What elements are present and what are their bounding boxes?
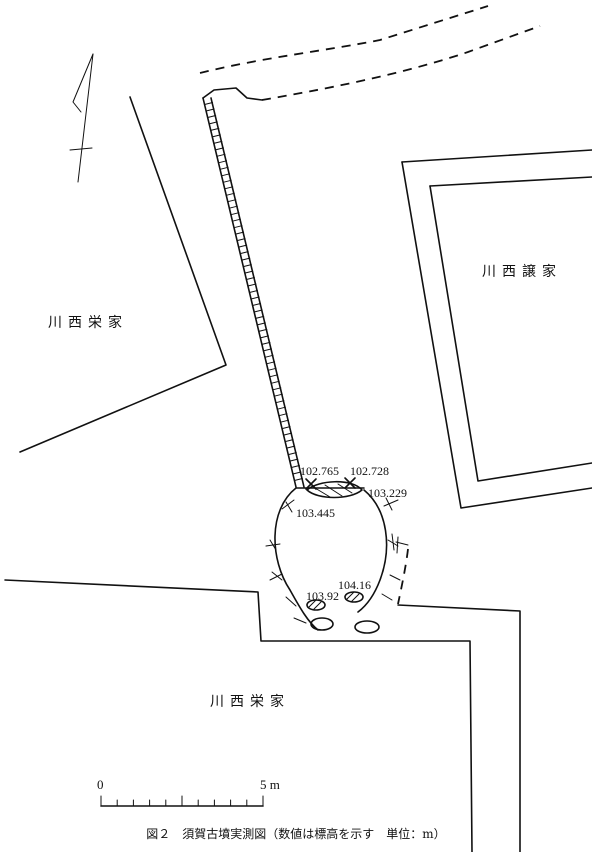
scale-bar: 0 5 m xyxy=(97,777,280,807)
elevation-104-16: 104.16 xyxy=(338,578,371,592)
kawanishi-yuzuru-inner-boundary xyxy=(429,176,592,187)
hatched-strip xyxy=(202,87,305,488)
label-kawanishi-sakae-upper: 川西栄家 xyxy=(48,314,128,331)
elevation-103-229: 103.229 xyxy=(368,486,407,500)
survey-point-marks xyxy=(305,477,356,490)
stone-fragments xyxy=(306,591,380,634)
scale-end-label: 5 m xyxy=(260,777,280,792)
kawanishi-yuzuru-outer-boundary xyxy=(401,149,592,163)
north-arrow-icon xyxy=(69,53,94,183)
elevation-102-765: 102.765 xyxy=(300,464,339,478)
elevation-102-728: 102.728 xyxy=(350,464,389,478)
scale-start-label: 0 xyxy=(97,777,104,792)
top-dashed-boundary-lower xyxy=(261,25,541,101)
elevation-103-92: 103.92 xyxy=(306,589,339,603)
label-kawanishi-yuzuru: 川西譲家 xyxy=(482,263,562,280)
slope-marks xyxy=(265,497,409,624)
top-dashed-boundary xyxy=(199,5,489,74)
figure-caption: 図２ 須賀古墳実測図（数値は標高を示す 単位：m） xyxy=(146,826,445,841)
kawanishi-sakae-upper-boundary xyxy=(19,96,227,453)
label-kawanishi-sakae-lower: 川西栄家 xyxy=(210,693,290,710)
elevation-103-445: 103.445 xyxy=(296,506,335,520)
kawanishi-sakae-lower-boundary xyxy=(4,579,473,852)
